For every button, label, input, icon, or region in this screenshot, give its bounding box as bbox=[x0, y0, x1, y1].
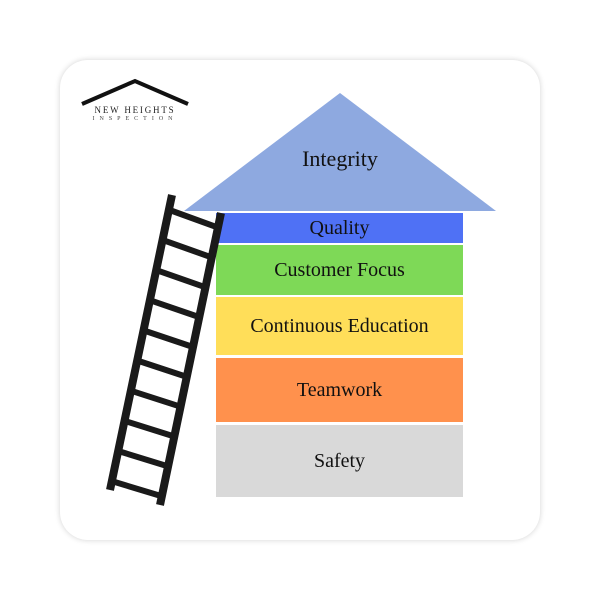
logo-roof-icon bbox=[81, 78, 189, 106]
ladder-rung bbox=[155, 267, 207, 291]
ladder-rung bbox=[129, 387, 182, 410]
roof-label: Integrity bbox=[302, 146, 378, 171]
logo-title: NEW HEIGHTS bbox=[94, 105, 176, 115]
level-customer-focus: Customer Focus bbox=[216, 245, 463, 295]
ladder-rung bbox=[136, 357, 188, 380]
company-logo: NEW HEIGHTS INSPECTION bbox=[80, 78, 190, 128]
level-teamwork: Teamwork bbox=[216, 358, 463, 422]
level-continuous-education: Continuous Education bbox=[216, 297, 463, 355]
ladder-rung bbox=[117, 448, 169, 470]
level-safety: Safety bbox=[216, 425, 463, 497]
logo-subtitle: INSPECTION bbox=[92, 116, 178, 122]
ladder-rung bbox=[148, 297, 201, 320]
ladder-rung bbox=[110, 478, 163, 500]
ladder-rung bbox=[167, 206, 219, 231]
level-quality: Quality bbox=[216, 213, 463, 243]
ladder-rung bbox=[142, 327, 194, 350]
ladder-rung bbox=[161, 237, 213, 261]
ladder-rung bbox=[123, 417, 176, 440]
